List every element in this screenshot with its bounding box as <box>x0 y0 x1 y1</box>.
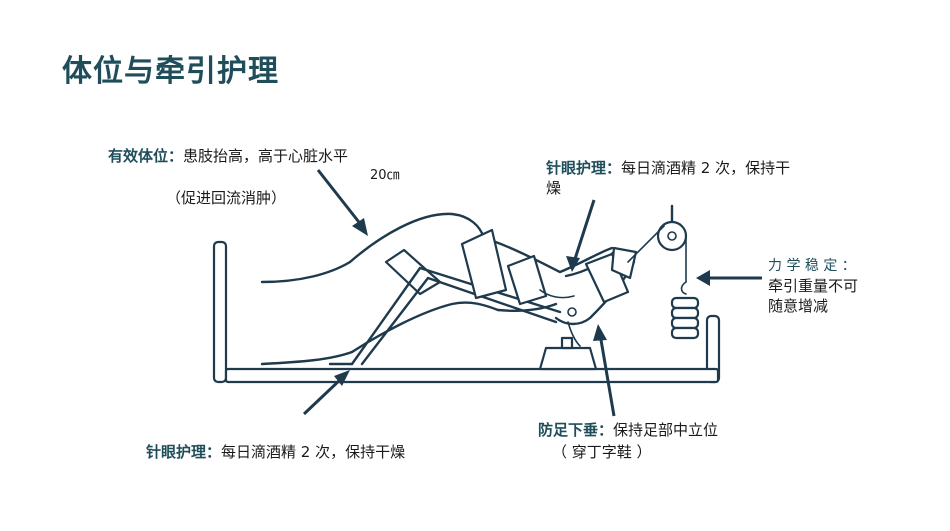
pin-top-line2: 燥 <box>546 178 561 198</box>
foot-drop-note: （ 穿丁字鞋 ） <box>552 442 652 462</box>
mechanics-heading: 力 学 稳 定 ： <box>768 256 856 276</box>
foot-drop-text: 保持足部中立位 <box>613 421 718 439</box>
position-text: 患肢抬高，高于心脏水平 <box>183 147 348 165</box>
pin-bottom-text: 每日滴酒精 2 次，保持干燥 <box>221 443 405 461</box>
foot-drop-heading: 防足下垂： <box>538 421 613 439</box>
foot-drop-annotation: 防足下垂：保持足部中立位 <box>538 420 718 440</box>
position-note: （促进回流消肿） <box>166 188 286 208</box>
mechanics-line1: 牵引重量不可 <box>768 276 858 296</box>
pin-care-top-annotation: 针眼护理：每日滴酒精 2 次，保持干 <box>546 158 790 178</box>
pin-top-heading: 针眼护理： <box>546 159 621 177</box>
pin-top-line1: 每日滴酒精 2 次，保持干 <box>621 159 790 177</box>
support-block <box>540 338 596 369</box>
mechanics-line2: 随意增减 <box>768 296 828 316</box>
pin-bottom-heading: 针眼护理： <box>146 443 221 461</box>
pulley-weight <box>628 206 698 338</box>
position-heading: 有效体位： <box>108 147 183 165</box>
position-annotation: 有效体位：患肢抬高，高于心脏水平 <box>108 146 348 166</box>
pin-care-bottom-annotation: 针眼护理：每日滴酒精 2 次，保持干燥 <box>146 442 405 462</box>
position-height: 20㎝ <box>370 166 400 186</box>
